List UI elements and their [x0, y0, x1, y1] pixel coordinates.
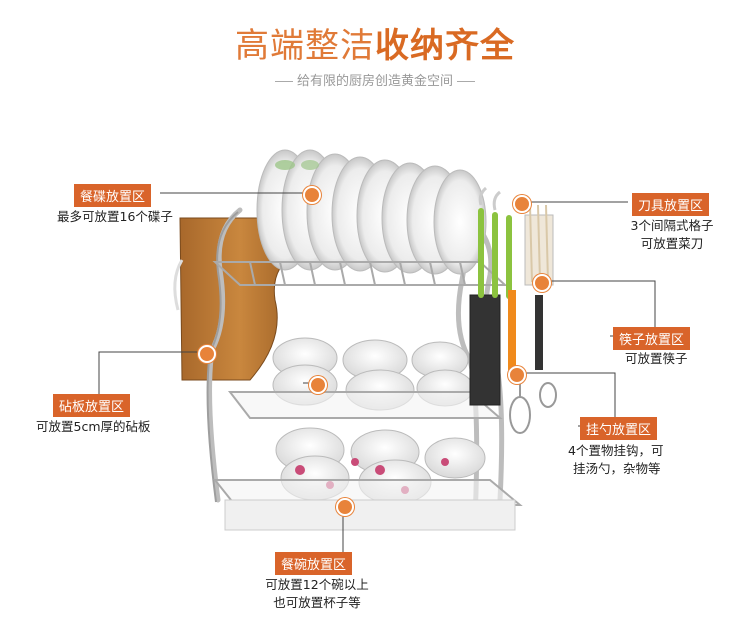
chopstick-holder	[524, 204, 554, 286]
chopsticks-desc: 可放置筷子	[625, 351, 688, 366]
board-tag: 砧板放置区	[53, 394, 131, 417]
dishes-tag: 餐碟放置区	[74, 184, 152, 207]
knives-marker	[513, 195, 531, 213]
subtitle-right-line	[457, 81, 475, 82]
subtitle-left-line	[274, 81, 293, 82]
title-part1: 高端整洁	[235, 26, 375, 66]
page-subtitle: 给有限的厨房创造黄金空间	[0, 70, 750, 89]
ladle-tag: 挂勺放置区	[580, 417, 658, 440]
knives-desc-2: 可放置菜刀	[640, 236, 704, 251]
chopsticks-marker	[533, 274, 551, 292]
subtitle-text: 给有限的厨房创造黄金空间	[296, 74, 453, 89]
page-title: 高端整洁收纳齐全	[0, 18, 750, 67]
drip-tray	[224, 499, 516, 531]
knives-tag: 刀具放置区	[632, 193, 710, 216]
knives-desc-1: 3个间隔式格子	[630, 218, 714, 233]
ladle-desc-1: 4个置物挂钩，可	[568, 443, 664, 458]
board-desc: 可放置5cm厚的砧板	[36, 419, 151, 434]
chopsticks-tag: 筷子放置区	[613, 327, 691, 350]
ladle-desc-2: 挂汤勺，杂物等	[573, 461, 661, 476]
ladle-marker	[508, 366, 526, 384]
dishes-desc: 最多可放置16个碟子	[57, 209, 173, 224]
bowls-desc-2: 也可放置杯子等	[273, 595, 361, 610]
knife-holder	[469, 186, 512, 406]
dishes-marker	[303, 186, 321, 204]
hanging-utensils	[508, 290, 557, 434]
board-marker	[198, 345, 216, 363]
bowls-marker	[336, 498, 354, 516]
bowls-tag: 餐碗放置区	[275, 552, 353, 575]
plate-stack	[256, 149, 487, 275]
title-part2: 收纳齐全	[375, 26, 515, 66]
bowls-desc-1: 可放置12个碗以上	[265, 577, 369, 592]
bowls-middle-marker	[309, 376, 327, 394]
